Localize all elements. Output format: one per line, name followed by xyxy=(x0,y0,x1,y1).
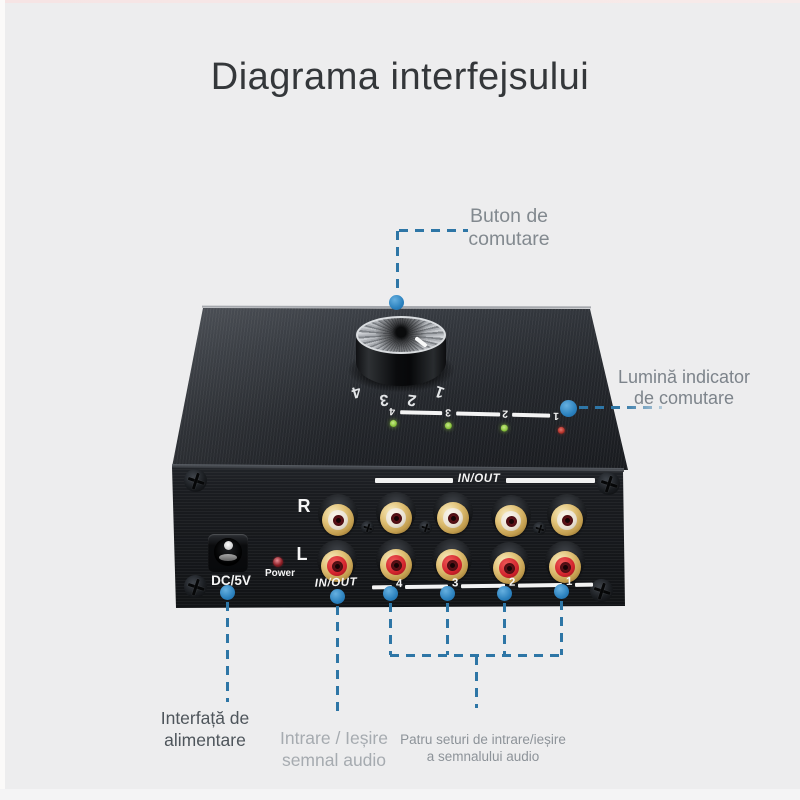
dc-label: DC/5V xyxy=(211,573,251,588)
panel-screw-small xyxy=(533,522,546,535)
indicator-strip: 4 3 2 1 xyxy=(388,404,571,436)
callout-io-leader xyxy=(336,606,339,712)
port-number-4: 4 xyxy=(395,577,403,591)
rca-jack-r-io xyxy=(316,494,360,546)
rca-jack-l-io xyxy=(315,540,359,592)
callout-ch2-leader xyxy=(503,603,506,655)
dc-jack-pin xyxy=(224,541,233,550)
power-label: Power xyxy=(264,568,296,579)
rca-jack-l-1 xyxy=(543,541,587,593)
rca-jack-l-2 xyxy=(487,542,531,594)
panel-screw xyxy=(184,575,207,598)
callout-ch3-leader xyxy=(446,603,449,655)
callout-knob-label: Buton de comutare xyxy=(468,205,550,250)
row-l-label: L xyxy=(296,544,308,564)
rca-jack-r-2 xyxy=(489,495,533,547)
rca-jack-l-4 xyxy=(374,539,418,591)
dc-jack-slot xyxy=(219,554,237,561)
callout-power-label: Interfață de alimentare xyxy=(160,708,250,750)
page-edge-bottom xyxy=(0,789,800,800)
io-top-label: IN/OUT xyxy=(457,473,501,485)
power-led xyxy=(273,557,283,567)
callout-ch3-dot xyxy=(440,586,455,601)
channel-2-led xyxy=(500,424,508,432)
callout-four-sets-label: Patru seturi de intrare/ieșire a semnalu… xyxy=(400,732,566,764)
rca-jack-r-3 xyxy=(431,492,475,544)
leader-fade xyxy=(622,405,664,410)
callout-ch2-dot xyxy=(497,586,512,601)
indicator-number-4: 4 xyxy=(389,404,396,418)
panel-screw xyxy=(590,579,613,602)
callout-knob-leader-v xyxy=(396,231,399,295)
callout-knob-leader-h xyxy=(399,229,468,232)
page-edge-top xyxy=(0,0,800,3)
indicator-line xyxy=(456,411,501,416)
indicator-number-2: 2 xyxy=(502,407,509,420)
page-title: Diagrama interfejsului xyxy=(210,56,590,98)
callout-ch1-leader xyxy=(560,601,563,655)
callout-io-label: Intrare / Ieșire semnal audio xyxy=(280,728,388,770)
panel-screw-small xyxy=(361,521,374,534)
panel-screw xyxy=(184,469,207,492)
callout-indicator-dot xyxy=(560,400,577,417)
rca-jack-r-1 xyxy=(545,494,589,546)
indicator-number-3: 3 xyxy=(445,406,452,419)
callout-ch1-dot xyxy=(554,584,569,599)
callout-dc-leader xyxy=(226,602,229,702)
callout-io-dot xyxy=(330,589,345,604)
rca-jack-l-3 xyxy=(430,539,474,591)
page-edge-left xyxy=(0,0,5,800)
callout-dc-dot xyxy=(220,585,235,600)
row-r-label: R xyxy=(297,496,311,516)
callout-merge-stem xyxy=(475,656,478,708)
indicator-number-1: 1 xyxy=(553,409,560,422)
callout-indicator-label: Lumină indicator de comutare xyxy=(617,367,751,408)
channel-3-led xyxy=(444,422,452,430)
callout-knob-dot xyxy=(389,295,404,310)
knob-center-pin xyxy=(397,330,406,337)
indicator-line xyxy=(512,412,551,418)
io-top-bar-right xyxy=(506,478,595,483)
callout-indicator-leader xyxy=(579,406,662,409)
callout-ch4-leader xyxy=(389,603,392,655)
channel-1-led xyxy=(557,426,565,434)
channel-4-led xyxy=(389,419,397,428)
rca-jack-r-4 xyxy=(374,492,418,544)
panel-screw xyxy=(597,472,620,495)
port-number-2: 2 xyxy=(508,576,516,589)
callout-ch4-dot xyxy=(383,586,398,601)
indicator-line xyxy=(400,410,443,415)
bar-segment xyxy=(574,582,594,587)
callout-merge-line xyxy=(390,654,563,657)
io-top-bar-left xyxy=(375,478,453,483)
panel-screw-small xyxy=(419,521,432,534)
io-column-label: IN/OUT xyxy=(314,576,358,590)
